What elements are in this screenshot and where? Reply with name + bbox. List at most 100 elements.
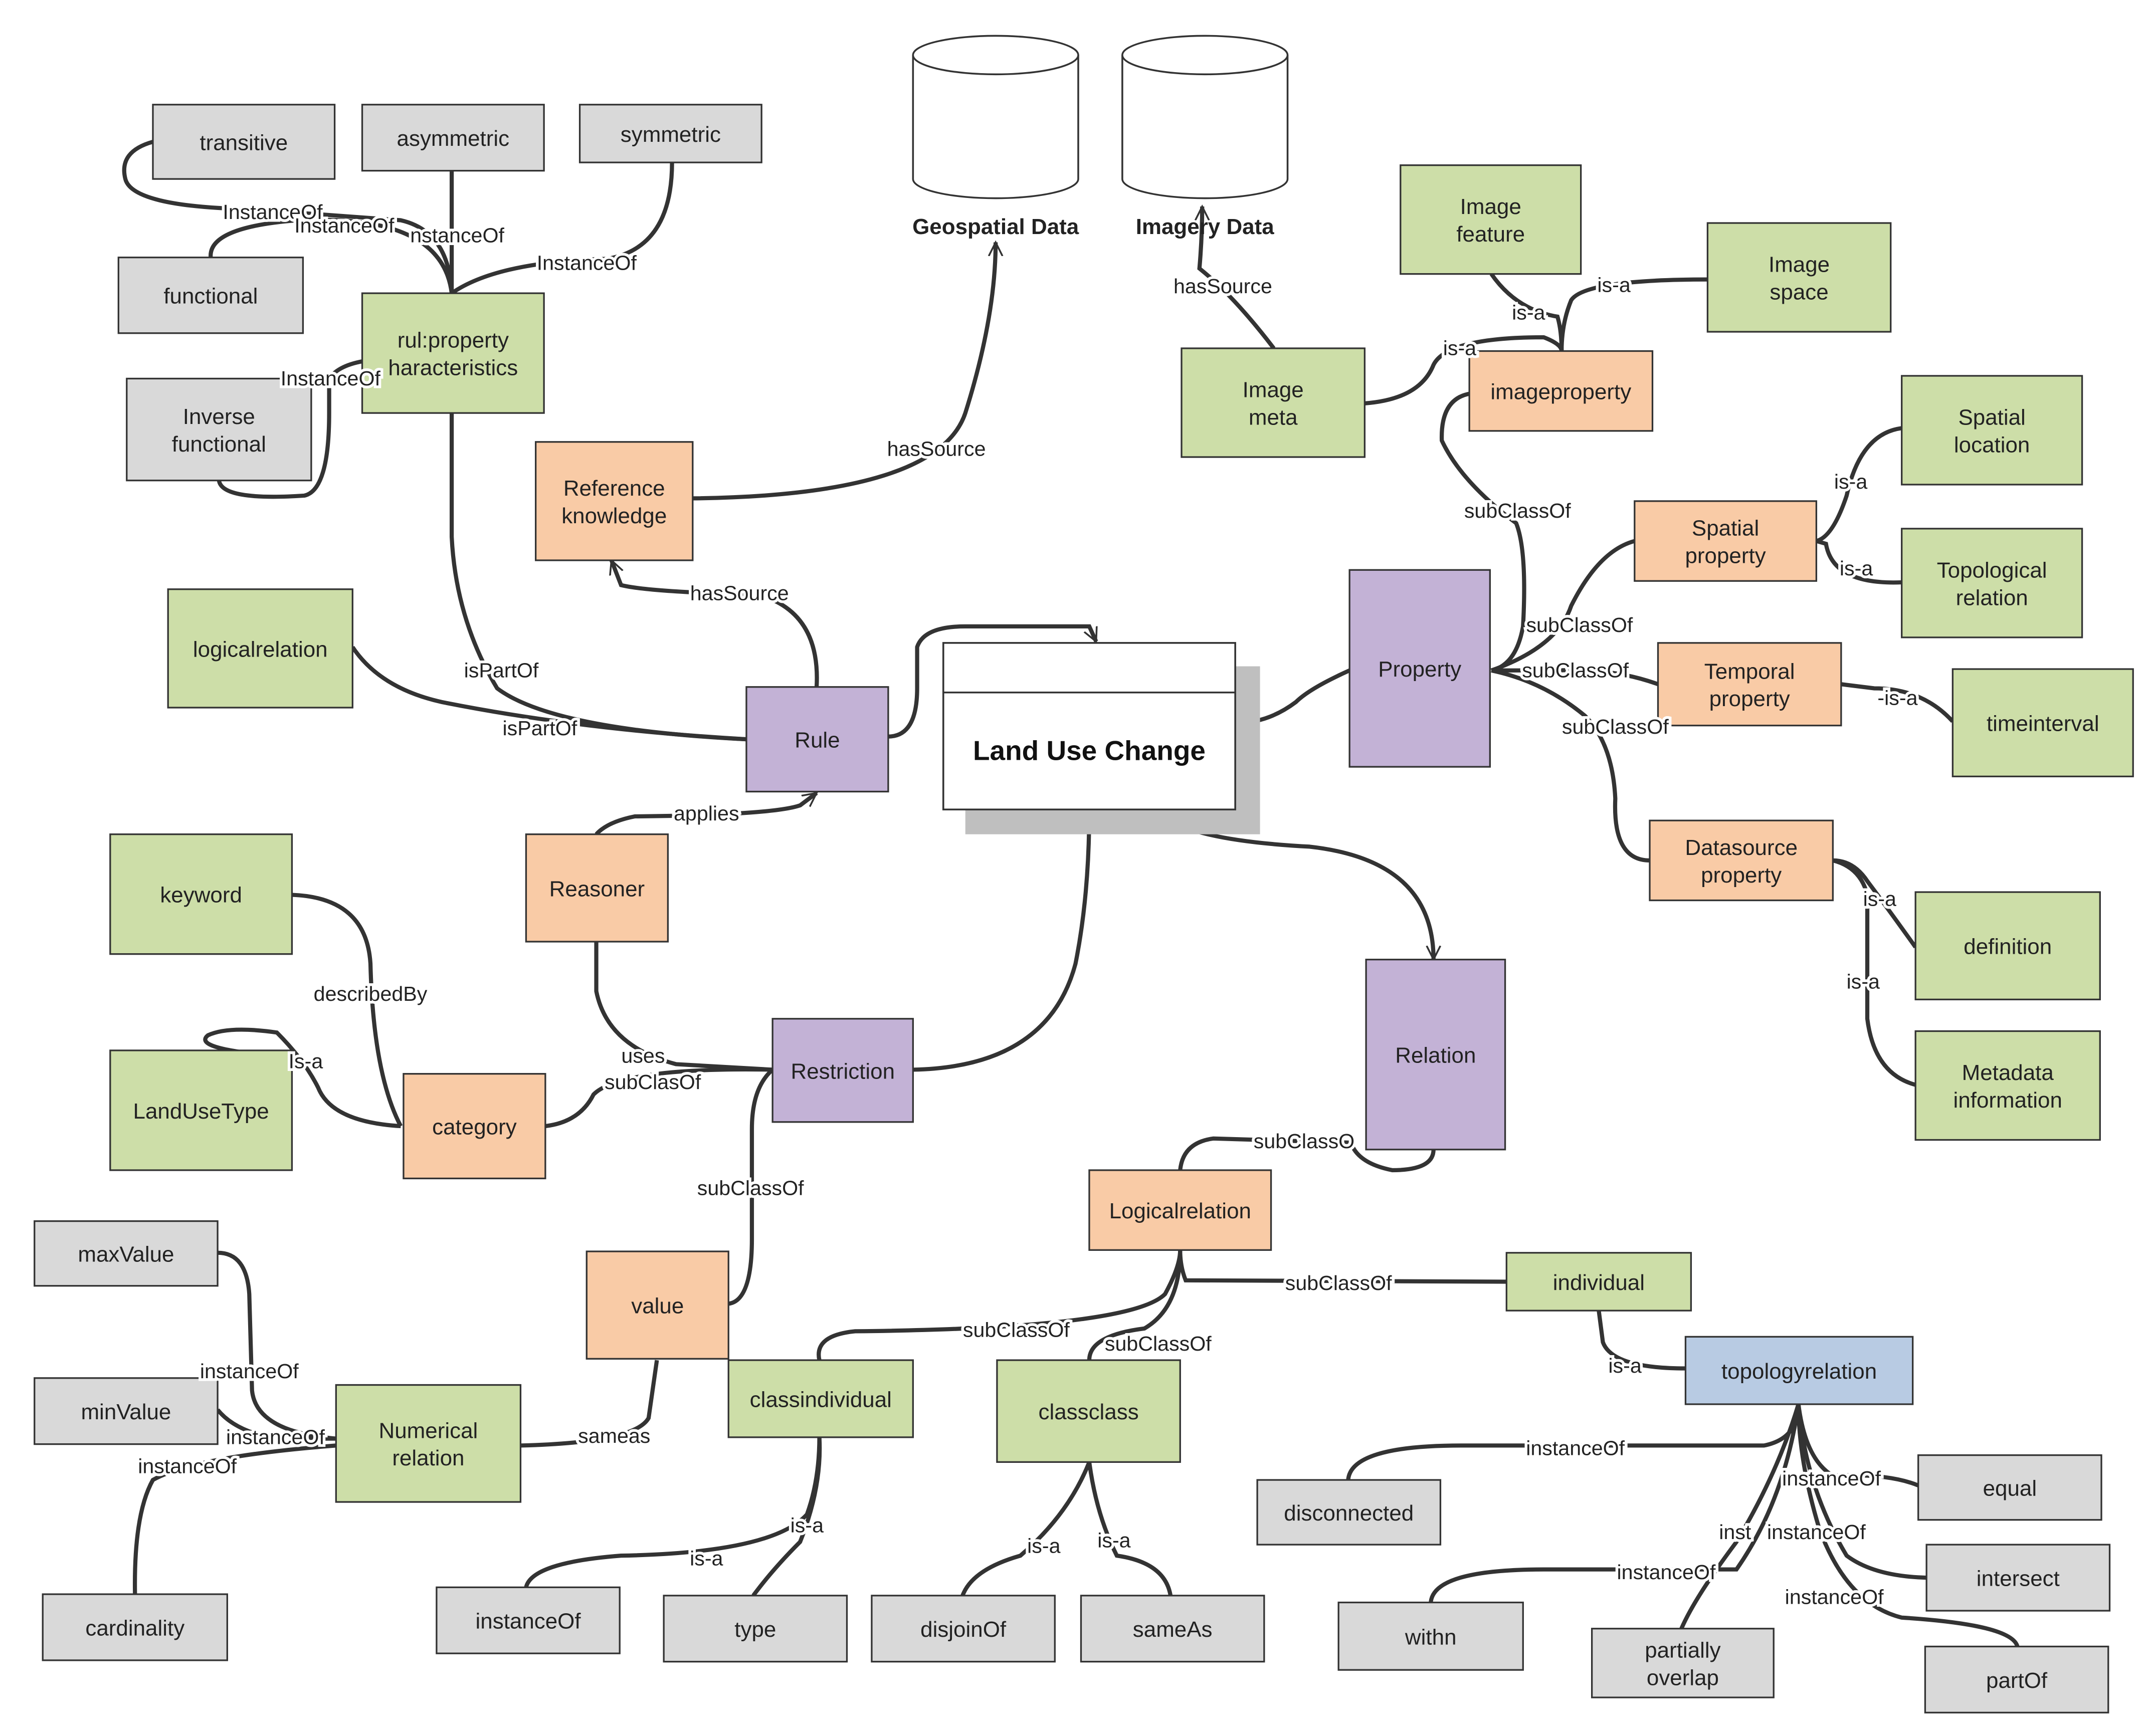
node-label-disconnected: disconnected bbox=[1284, 1501, 1414, 1526]
edge-intersect-topology bbox=[1796, 1404, 1927, 1580]
node-box-cardinality bbox=[42, 1593, 228, 1661]
node-box-symmetric bbox=[578, 104, 762, 163]
node-box-partially bbox=[1591, 1628, 1775, 1698]
edge-label-e6: hasSource bbox=[887, 437, 986, 460]
edge-sameas-classclass bbox=[1087, 1461, 1173, 1596]
node-box-relation bbox=[1365, 959, 1506, 1151]
node-label-temporalprop: Temporal bbox=[1704, 659, 1795, 684]
edge-transitive-rulprop bbox=[122, 139, 454, 294]
edge-keyword-category bbox=[292, 893, 403, 1127]
node-instanceofbox: instanceOf bbox=[436, 1586, 621, 1654]
edge-label-e16: isPartOf bbox=[503, 717, 577, 740]
node-box-spatialprop bbox=[1634, 500, 1818, 582]
node-label-type: type bbox=[734, 1617, 776, 1642]
node-label-definition: definition bbox=[1964, 935, 2052, 959]
node-label-refknow: knowledge bbox=[561, 504, 667, 528]
node-box-imagemeta bbox=[1181, 347, 1366, 458]
node-label-imageproperty: imageproperty bbox=[1490, 380, 1631, 404]
edge-label-e12: subClassOf bbox=[1464, 499, 1571, 522]
node-label-individual: individual bbox=[1553, 1270, 1645, 1295]
node-label-logicalrel2: Logicalrelation bbox=[1109, 1199, 1251, 1223]
edge-meta-imageprop bbox=[1364, 335, 1564, 405]
node-box-partof bbox=[1924, 1645, 2109, 1713]
node-disjoinof: disjoinOf bbox=[871, 1595, 1056, 1663]
node-label-property: Property bbox=[1378, 657, 1461, 682]
node-label-metadata: information bbox=[1953, 1088, 2062, 1113]
geospatial-data-label: Geospatial Data bbox=[912, 214, 1079, 239]
land-use-change-node: Land Use Change bbox=[942, 642, 1260, 834]
edge-topology-individual bbox=[1597, 1310, 1686, 1371]
node-sameasbox: sameAs bbox=[1080, 1595, 1265, 1663]
edge-label-e20: subClassOf bbox=[1562, 715, 1669, 738]
node-keyword: keyword bbox=[109, 833, 293, 955]
node-label-logicalrelation: logicalrelation bbox=[193, 637, 328, 662]
edge-minvalue-numrel bbox=[216, 1408, 336, 1441]
node-label-imagefeature: Image bbox=[1460, 194, 1521, 219]
node-label-spatialprop: property bbox=[1685, 544, 1766, 568]
edge-label-e4: InstanceOf bbox=[537, 251, 637, 274]
node-label-numrel: Numerical bbox=[379, 1418, 478, 1443]
edge-label-e31: instanceOf bbox=[200, 1360, 299, 1383]
edge-label-e5: InstanceOf bbox=[281, 367, 381, 390]
node-label-imagemeta: Image bbox=[1243, 378, 1304, 402]
node-label-partially: partially bbox=[1645, 1638, 1720, 1662]
node-label-transitive: transitive bbox=[200, 130, 288, 155]
edge-classind-logical bbox=[817, 1250, 1183, 1361]
edge-rulprop-rule bbox=[449, 413, 747, 742]
node-label-spatialloc: location bbox=[1954, 432, 2030, 457]
edge-label-e23: applies bbox=[674, 802, 739, 825]
edge-disjoin-classclass bbox=[960, 1461, 1091, 1597]
node-label-asymmetric: asymmetric bbox=[397, 126, 510, 151]
edge-category-restriction bbox=[545, 1067, 773, 1129]
node-classclass: classclass bbox=[996, 1359, 1181, 1463]
node-box-logicalrel2 bbox=[1088, 1169, 1272, 1251]
edge-topo-spatialprop bbox=[1816, 539, 1902, 585]
edge-spatialprop-property bbox=[1490, 539, 1635, 673]
edge-label-e39: instanceOf bbox=[1782, 1467, 1881, 1490]
node-box-classindividual bbox=[727, 1359, 914, 1438]
edge-label-e25: Is-a bbox=[289, 1050, 323, 1073]
edge-maxvalue-numrel bbox=[217, 1250, 336, 1441]
node-box-instanceofbox bbox=[436, 1586, 621, 1654]
edge-restriction-landuse bbox=[913, 809, 1089, 1072]
edge-label-e27: subClasOf bbox=[605, 1070, 701, 1094]
node-label-imagemeta: meta bbox=[1249, 405, 1298, 429]
node-imageproperty: imageproperty bbox=[1468, 350, 1654, 432]
node-box-spatialloc bbox=[1901, 375, 2083, 486]
node-box-value bbox=[585, 1250, 729, 1360]
edge-symmetric-rulprop bbox=[450, 162, 674, 295]
node-equal: equal bbox=[1917, 1454, 2102, 1521]
node-label-inverse: Inverse bbox=[183, 404, 255, 429]
node-rule: Rule bbox=[745, 686, 889, 793]
node-box-rule bbox=[745, 686, 889, 793]
node-label-intersect: intersect bbox=[1977, 1567, 2060, 1591]
node-label-partof: partOf bbox=[1986, 1668, 2048, 1693]
edge-label-e37: is-a bbox=[1608, 1354, 1641, 1377]
edge-label-e40: inst bbox=[1719, 1521, 1751, 1544]
edge-label-e14: is-a bbox=[1840, 557, 1873, 580]
node-landusetype: LandUseType bbox=[109, 1049, 293, 1171]
node-box-intersect bbox=[1925, 1544, 2111, 1612]
node-box-minvalue bbox=[34, 1377, 219, 1445]
node-label-classclass: classclass bbox=[1038, 1400, 1138, 1424]
node-label-timeinterval: timeinterval bbox=[1987, 712, 2099, 736]
node-label-relation: Relation bbox=[1395, 1043, 1476, 1068]
node-box-metadata bbox=[1914, 1030, 2101, 1141]
node-label-rulprop: rul:property bbox=[398, 328, 509, 353]
node-box-imagespace bbox=[1706, 222, 1892, 333]
node-imagemeta: Image meta bbox=[1181, 347, 1366, 458]
node-individual: individual bbox=[1505, 1252, 1692, 1312]
node-box-logicalrelation bbox=[167, 588, 353, 709]
edge-reasoner-restriction bbox=[594, 941, 773, 1072]
edge-label-e2: InstanceOf bbox=[294, 214, 395, 237]
node-box-reasoner bbox=[525, 833, 669, 943]
imagery-data-label: Imagery Data bbox=[1136, 214, 1275, 239]
node-box-disjoinof bbox=[871, 1595, 1056, 1663]
edge-spatialloc-spatialprop bbox=[1816, 426, 1902, 543]
